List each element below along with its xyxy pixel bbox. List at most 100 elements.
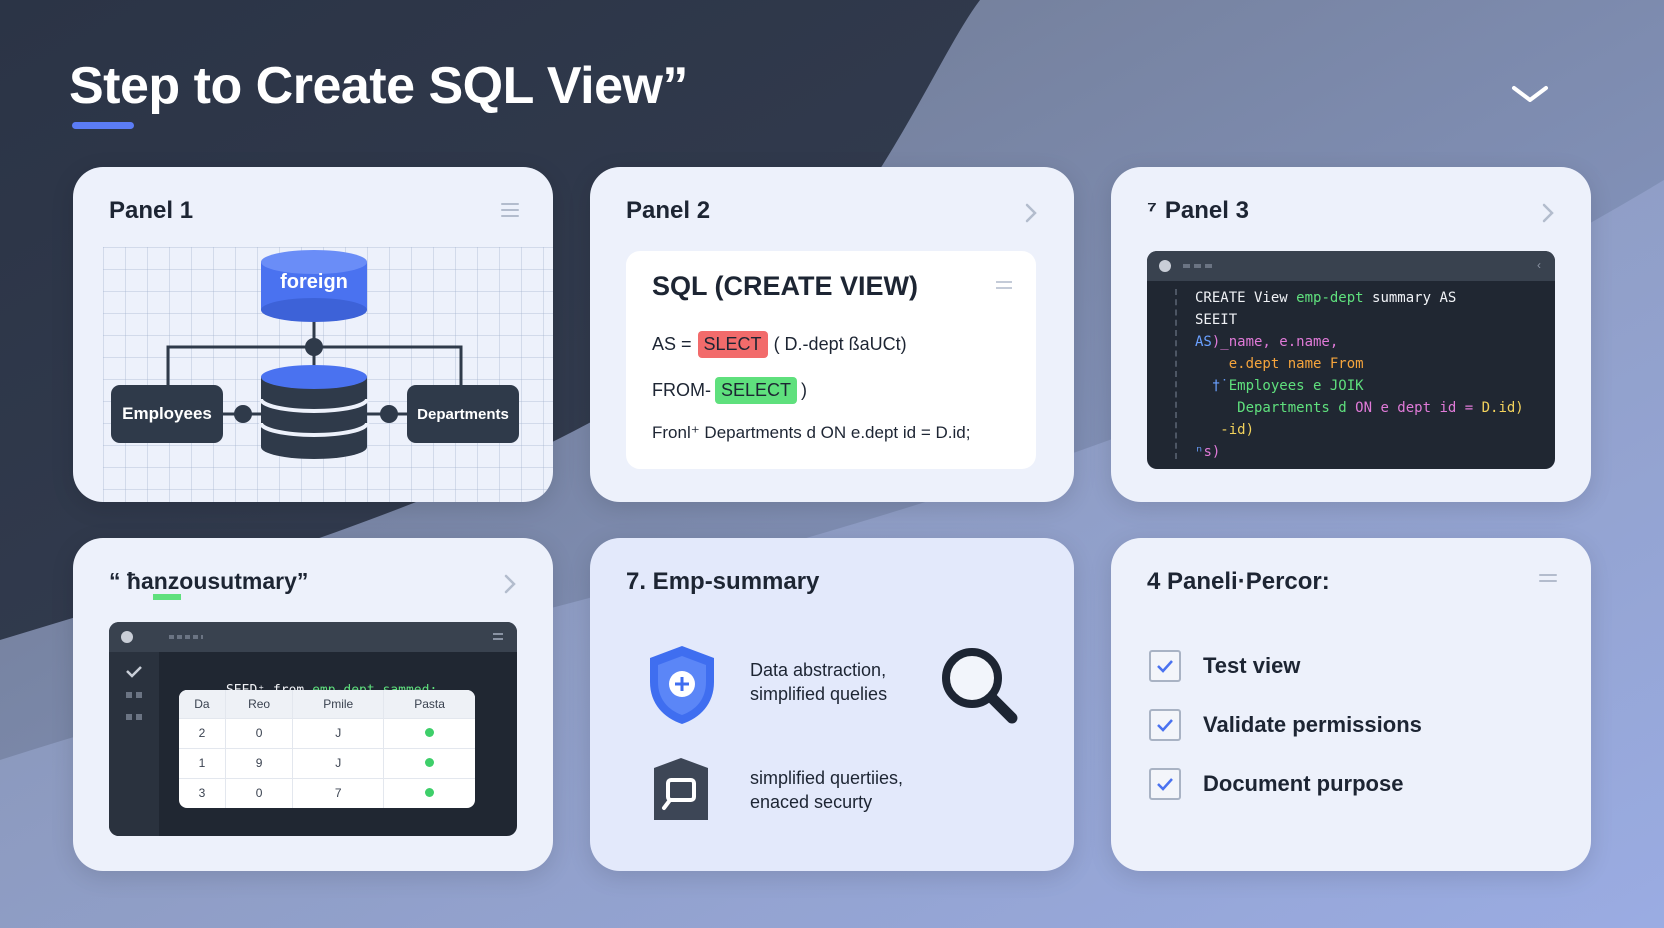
code-line: -id) xyxy=(1195,419,1524,441)
table-row[interactable]: 1 9 J xyxy=(179,747,475,778)
title-underline xyxy=(72,122,134,129)
panel-title: “ ħаnzousutmary” xyxy=(109,568,309,594)
chevron-down-icon xyxy=(1512,86,1548,102)
sql-card: SQL (CREATE VIEW) AS = SLECT ( D.-dept ß… xyxy=(626,251,1036,469)
code-token: ON e dept id = xyxy=(1355,400,1482,416)
checklist-item-document-purpose[interactable]: Document purpose xyxy=(1149,768,1403,800)
panel-5: 7. Emp-summary Data abstraction, simplif… xyxy=(590,538,1074,871)
status-cell xyxy=(383,717,475,748)
node-employees[interactable]: Employees xyxy=(111,385,223,443)
window-dot[interactable] xyxy=(121,631,133,643)
editor-toolbar: ‹ xyxy=(1147,251,1555,281)
sql-text: AS = xyxy=(652,334,692,354)
menu-icon[interactable] xyxy=(1539,574,1557,590)
code-token: summary AS xyxy=(1363,290,1457,306)
column-header[interactable]: Reo xyxy=(224,690,293,718)
checklist-item-validate-permissions[interactable]: Validate permissions xyxy=(1149,709,1422,741)
tab-dots-icon xyxy=(1183,264,1213,268)
menu-icon[interactable] xyxy=(996,281,1012,293)
code-token: AS xyxy=(1195,334,1212,350)
status-cell xyxy=(383,777,475,808)
collapse-button[interactable] xyxy=(1508,80,1552,110)
feature-line: simplified quelies xyxy=(750,684,888,704)
table-cell: 3 xyxy=(179,777,226,808)
code-token: †˙ xyxy=(1195,378,1229,394)
table-cell: J xyxy=(292,717,384,748)
status-dot-icon xyxy=(425,758,435,767)
code-token: e.dept name From xyxy=(1195,356,1364,372)
checklist-label: Test view xyxy=(1203,653,1301,678)
node-departments[interactable]: Departments xyxy=(407,385,519,443)
code-line: SEEIT xyxy=(1195,309,1524,331)
checklist-item-test-view[interactable]: Test view xyxy=(1149,650,1300,682)
chevron-right-icon[interactable] xyxy=(501,572,519,596)
code-editor[interactable]: ‹ CREATE View emp-dept summary AS SEEIT AS… xyxy=(1147,251,1555,469)
chat-icon xyxy=(654,758,708,820)
grid-icon[interactable] xyxy=(126,714,142,720)
sql-line-3: Fronl⁺ Departments d ON e.dept id = D.id… xyxy=(652,423,971,442)
table-cell: J xyxy=(292,747,384,778)
panel-3: ⁷ Panel 3 ‹ CREATE View emp-dept summary … xyxy=(1111,167,1591,502)
panel-title-text: Panel 3 xyxy=(1164,197,1249,224)
close-tab-icon[interactable]: ‹ xyxy=(1537,258,1541,272)
db-label-foreign: foreign xyxy=(280,271,348,293)
check-icon[interactable] xyxy=(124,664,144,680)
chevron-right-icon[interactable] xyxy=(1022,201,1040,225)
checkbox[interactable] xyxy=(1149,709,1181,741)
shield-icon xyxy=(650,646,714,724)
table-cell: 2 xyxy=(179,717,226,748)
sql-text: ) xyxy=(801,380,808,400)
table-row[interactable]: 2 0 J xyxy=(179,717,475,748)
checkbox[interactable] xyxy=(1149,650,1181,682)
panel-title: 4 Paneli·Percor: xyxy=(1147,568,1330,595)
code-token: ⁿ xyxy=(1195,444,1204,460)
check-icon xyxy=(1157,719,1173,732)
result-table: Da Reo Pmile Pasta 2 0 J 1 9 J xyxy=(179,690,475,808)
panel-1: Panel 1 foreign Employees Departments xyxy=(73,167,553,502)
check-icon xyxy=(1157,778,1173,791)
code-token: -id) xyxy=(1195,422,1255,438)
panel-title: ⁷ Panel 3 xyxy=(1147,197,1249,225)
sql-text: ( D.-dept ßaUCt) xyxy=(773,334,907,354)
column-header[interactable]: Da xyxy=(179,690,226,718)
column-header[interactable]: Pasta xyxy=(383,690,475,718)
column-header[interactable]: Pmile xyxy=(292,690,384,718)
table-cell: 1 xyxy=(179,747,226,778)
grid-icon[interactable] xyxy=(126,692,142,698)
table-row[interactable]: 3 0 7 xyxy=(179,777,475,808)
code-line: AS)_name, e.name, xyxy=(1195,331,1524,353)
sql-card-title: SQL (CREATE VIEW) xyxy=(652,271,919,301)
feature-line: enaced securty xyxy=(750,792,873,812)
code-token: s) xyxy=(1203,444,1221,460)
query-editor[interactable]: SEED⁺ from emp-dept sammed; Da Reo Pmile… xyxy=(109,622,517,836)
code-token: SEEIT xyxy=(1195,312,1238,328)
code-block: CREATE View emp-dept summary AS SEEIT AS)_… xyxy=(1195,287,1524,463)
feature-text: simplified quertiies, enaced securty xyxy=(750,766,903,814)
panel-4: “ ħаnzousutmary” SEED⁺ from emp-dept sam… xyxy=(73,538,553,871)
sql-line-1: AS = SLECT ( D.-dept ßaUCt) xyxy=(652,331,907,358)
code-token: CREATE View xyxy=(1195,290,1297,306)
editor-sidebar xyxy=(109,652,159,836)
table-cell: 0 xyxy=(224,717,293,748)
code-line: CREATE View emp-dept summary AS xyxy=(1195,287,1524,309)
chevron-right-icon[interactable] xyxy=(1539,201,1557,225)
status-cell xyxy=(383,747,475,778)
foreign-db-icon xyxy=(261,250,367,322)
tab-dots-icon xyxy=(169,635,203,639)
status-dot-icon xyxy=(425,728,435,737)
table-cell: 7 xyxy=(292,777,384,808)
menu-icon[interactable] xyxy=(501,203,519,219)
database-icon xyxy=(259,365,369,459)
table-cell: 0 xyxy=(224,777,293,808)
sql-text: FROM- xyxy=(652,380,711,400)
schema-diagram xyxy=(166,250,463,459)
checkbox[interactable] xyxy=(1149,768,1181,800)
search-icon[interactable] xyxy=(936,642,1026,732)
menu-icon[interactable] xyxy=(493,633,503,640)
panel-title-prefix: ⁷ xyxy=(1147,197,1157,224)
window-dot[interactable] xyxy=(1159,260,1171,272)
panel-title: Panel 2 xyxy=(626,197,711,224)
code-token: )_name, e.name, xyxy=(1211,334,1339,350)
code-line: Departments d ON e dept id = D.id) xyxy=(1195,397,1524,419)
code-token: Employees e JOIK xyxy=(1228,378,1364,394)
